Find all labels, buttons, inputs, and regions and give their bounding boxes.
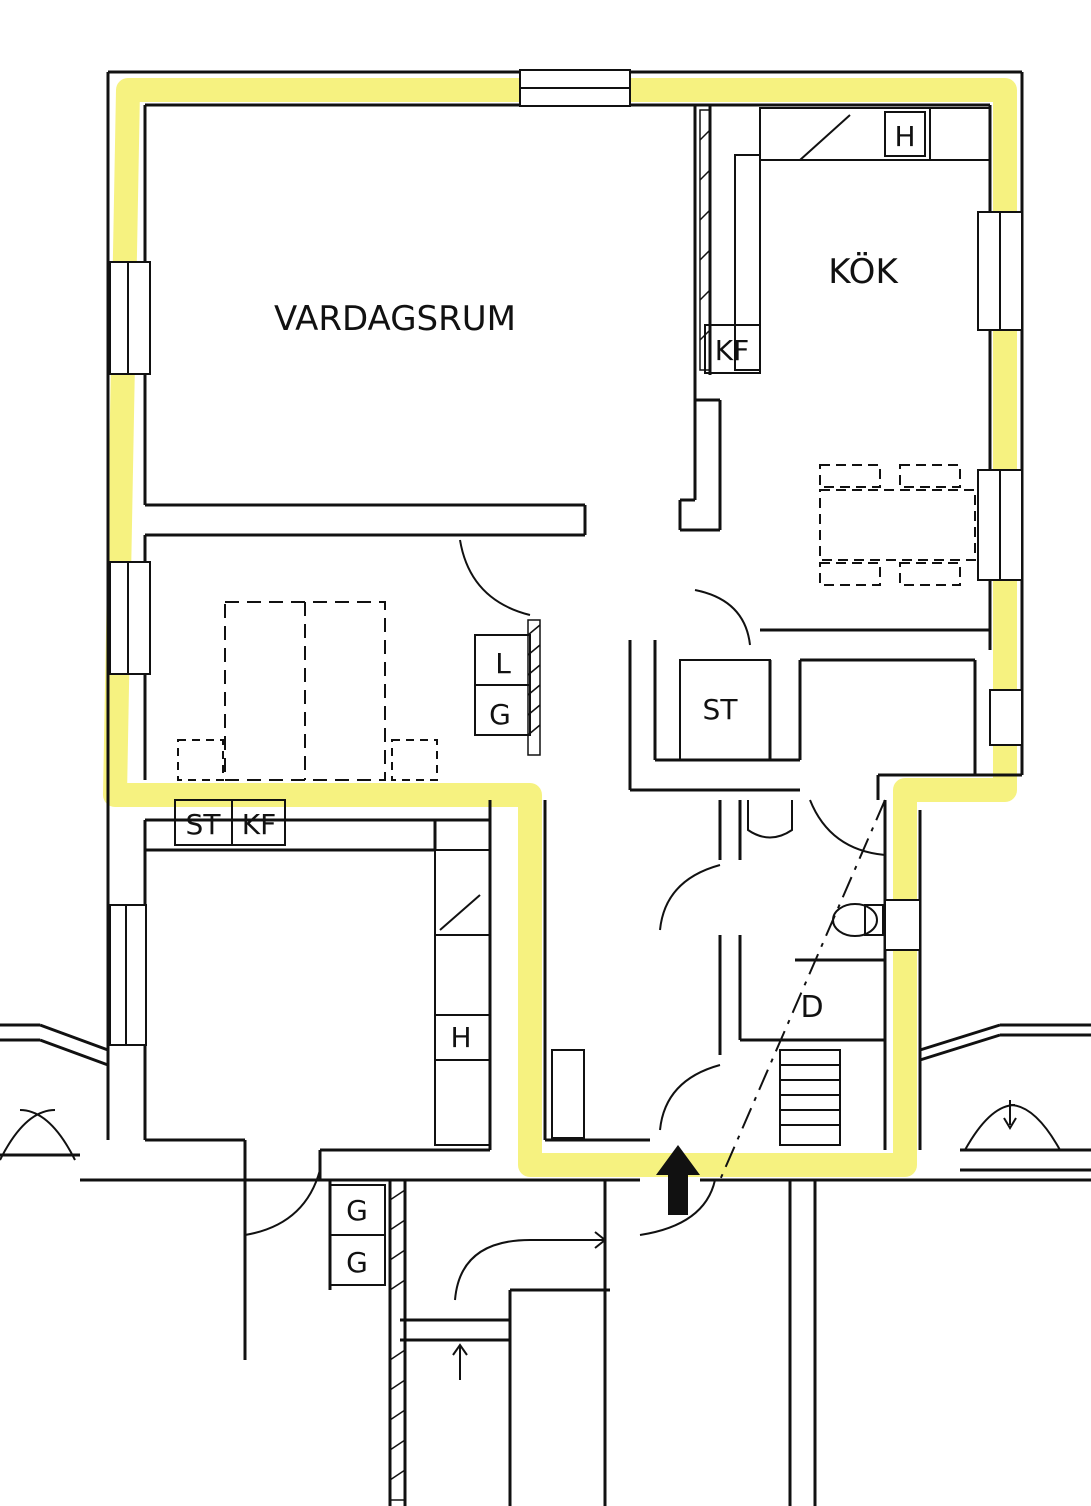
arrow-up-icon: [656, 1145, 700, 1215]
garage-g1-label: G: [346, 1194, 368, 1227]
windows: [109, 69, 1023, 1046]
kitchen-counters: [174, 107, 991, 1286]
lower-h-label: H: [450, 1021, 471, 1054]
closet-g-label: G: [489, 698, 511, 731]
living-room-label: VARDAGSRUM: [274, 299, 516, 339]
garage-g2-label: G: [346, 1246, 368, 1279]
kitchen-kf-label: KF: [715, 334, 749, 367]
storage-st-label: ST: [703, 693, 739, 726]
lower-st-label: ST: [186, 808, 222, 841]
closet-l-label: L: [495, 647, 511, 680]
room-labels: VARDAGSRUM KÖK H KF L G ST ST KF H D G G: [186, 120, 916, 1279]
lower-kf-label: KF: [242, 808, 276, 841]
door-swings: [0, 539, 1061, 1380]
bathroom-d-label: D: [800, 990, 823, 1025]
kitchen-h-label: H: [894, 120, 915, 153]
hatched-walls: [389, 109, 711, 1501]
kitchen-label: KÖK: [828, 251, 899, 292]
